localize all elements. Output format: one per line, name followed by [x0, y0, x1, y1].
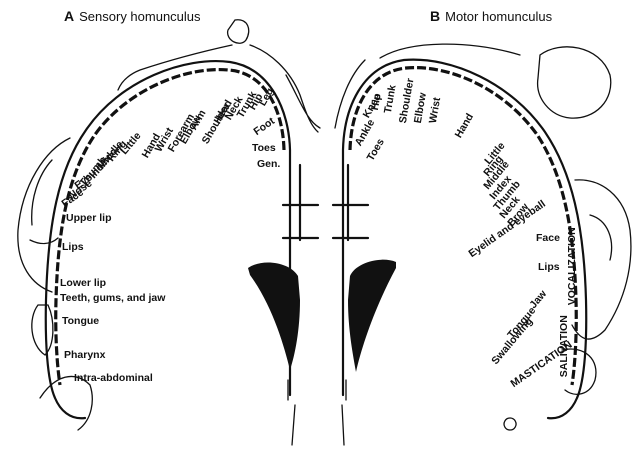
panel-a-letter: A: [64, 8, 74, 24]
sensory-face: [18, 138, 70, 292]
sensory-label-pharynx: Pharynx: [64, 350, 105, 361]
right-midline-structure: [333, 165, 368, 240]
sensory-abdominal: [40, 376, 92, 430]
panel-b-letter: B: [430, 8, 440, 24]
sensory-label-toes: Toes: [252, 143, 276, 154]
panel-a-title: A Sensory homunculus: [64, 8, 201, 24]
sensory-label-teeth: Teeth, gums, and jaw: [60, 293, 165, 304]
sensory-label-intra-abdominal: Intra-abdominal: [74, 373, 153, 384]
sensory-label-gen: Gen.: [257, 159, 280, 170]
sensory-label-upper-lip: Upper lip: [66, 213, 112, 224]
left-hemisphere-outline: [46, 61, 290, 418]
sensory-label-lips: Lips: [62, 242, 84, 253]
motor-label-hip: Hip: [370, 93, 383, 111]
left-ventricle: [248, 262, 300, 370]
motor-label-vocalization: VOCALIZATION: [567, 227, 578, 305]
sensory-tongue: [32, 305, 53, 355]
panel-b-title-text: Motor homunculus: [445, 9, 552, 24]
left-midline-structure: [283, 165, 318, 240]
panel-b-title: B Motor homunculus: [430, 8, 552, 24]
right-ventricle: [348, 260, 396, 372]
panel-a-title-text: Sensory homunculus: [79, 9, 200, 24]
sensory-label-lower-lip: Lower lip: [60, 278, 106, 289]
motor-label-face: Face: [536, 233, 560, 244]
sensory-label-tongue: Tongue: [62, 316, 99, 327]
motor-face: [572, 180, 631, 339]
motor-label-lips: Lips: [538, 262, 560, 273]
left-cortex-band: [56, 70, 284, 385]
motor-copyright-mark: [504, 418, 516, 430]
